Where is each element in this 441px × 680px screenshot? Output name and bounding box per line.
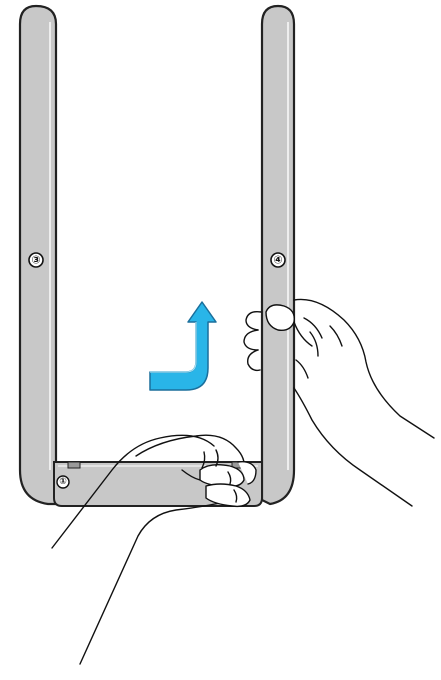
- callout-part-4-label: ④: [273, 254, 282, 267]
- bottom-bar-notch-left: [67, 461, 81, 469]
- callout-part-1: ①: [56, 475, 70, 489]
- lower-hand: [51, 434, 257, 665]
- callout-part-3: ③: [28, 252, 44, 268]
- lift-up-arrow-icon: [149, 301, 217, 391]
- stand-frame: [18, 4, 296, 507]
- right-hand: [243, 298, 435, 507]
- callout-part-1-label: ①: [59, 477, 67, 487]
- callout-part-3-label: ③: [31, 254, 40, 267]
- callout-part-4: ④: [270, 252, 286, 268]
